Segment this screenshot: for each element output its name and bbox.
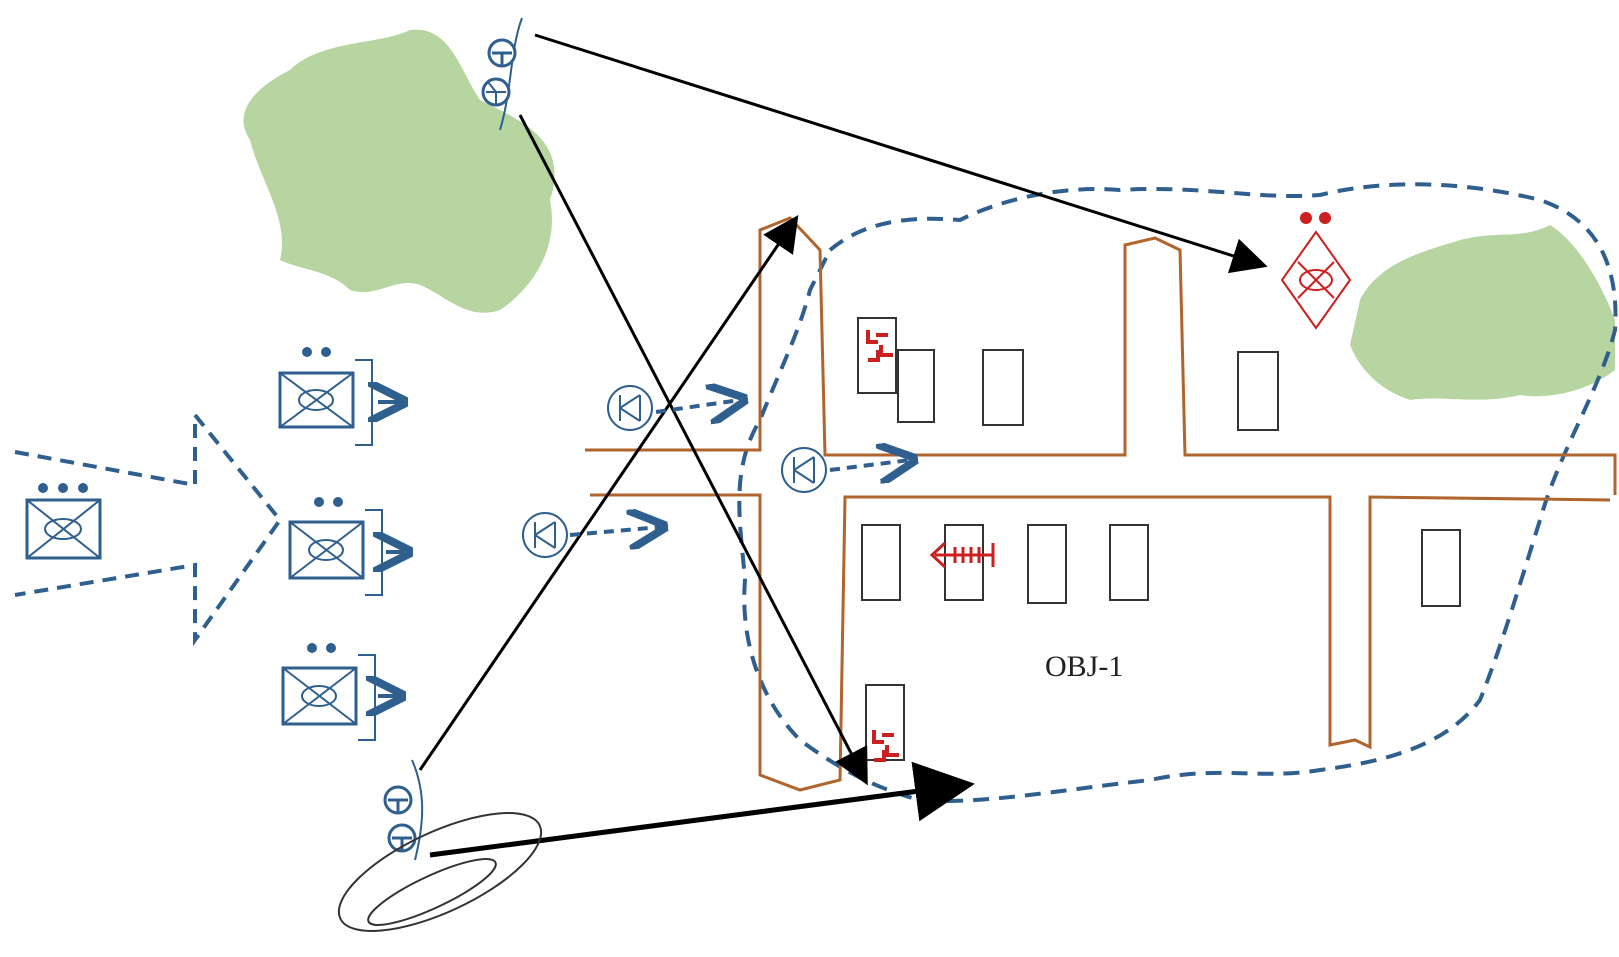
objective-boundary bbox=[737, 182, 1618, 803]
building bbox=[944, 524, 984, 601]
woods-east bbox=[1350, 225, 1615, 400]
building bbox=[1237, 351, 1279, 431]
engineer-team-icon bbox=[522, 513, 660, 558]
support-by-fire-icon bbox=[481, 17, 523, 131]
support-position-ellipse bbox=[337, 812, 543, 932]
axis-of-advance bbox=[14, 409, 283, 647]
buildings bbox=[857, 317, 1461, 761]
building bbox=[982, 349, 1024, 426]
engineer-team-icon bbox=[781, 448, 910, 493]
objective-label: OBJ-1 bbox=[1045, 650, 1124, 683]
woods-northwest bbox=[243, 29, 555, 313]
building bbox=[857, 317, 897, 394]
infantry-unit-icon bbox=[278, 347, 400, 446]
infantry-unit-icon bbox=[281, 643, 398, 741]
building bbox=[1027, 524, 1067, 604]
engineer-team-icon bbox=[607, 386, 740, 431]
support-by-fire-icon bbox=[383, 759, 424, 861]
direct-fire-lines bbox=[418, 33, 1268, 858]
infantry-unit-icon bbox=[25, 483, 102, 560]
building bbox=[1421, 529, 1461, 607]
building bbox=[1109, 524, 1149, 601]
infantry-unit-icon bbox=[288, 497, 405, 596]
building bbox=[897, 349, 935, 423]
enemy-weapon-icon bbox=[929, 541, 995, 569]
enemy-company-icon bbox=[1280, 212, 1352, 330]
road-network bbox=[585, 216, 1617, 792]
building bbox=[861, 524, 901, 601]
enemy-position-icon bbox=[866, 330, 899, 762]
